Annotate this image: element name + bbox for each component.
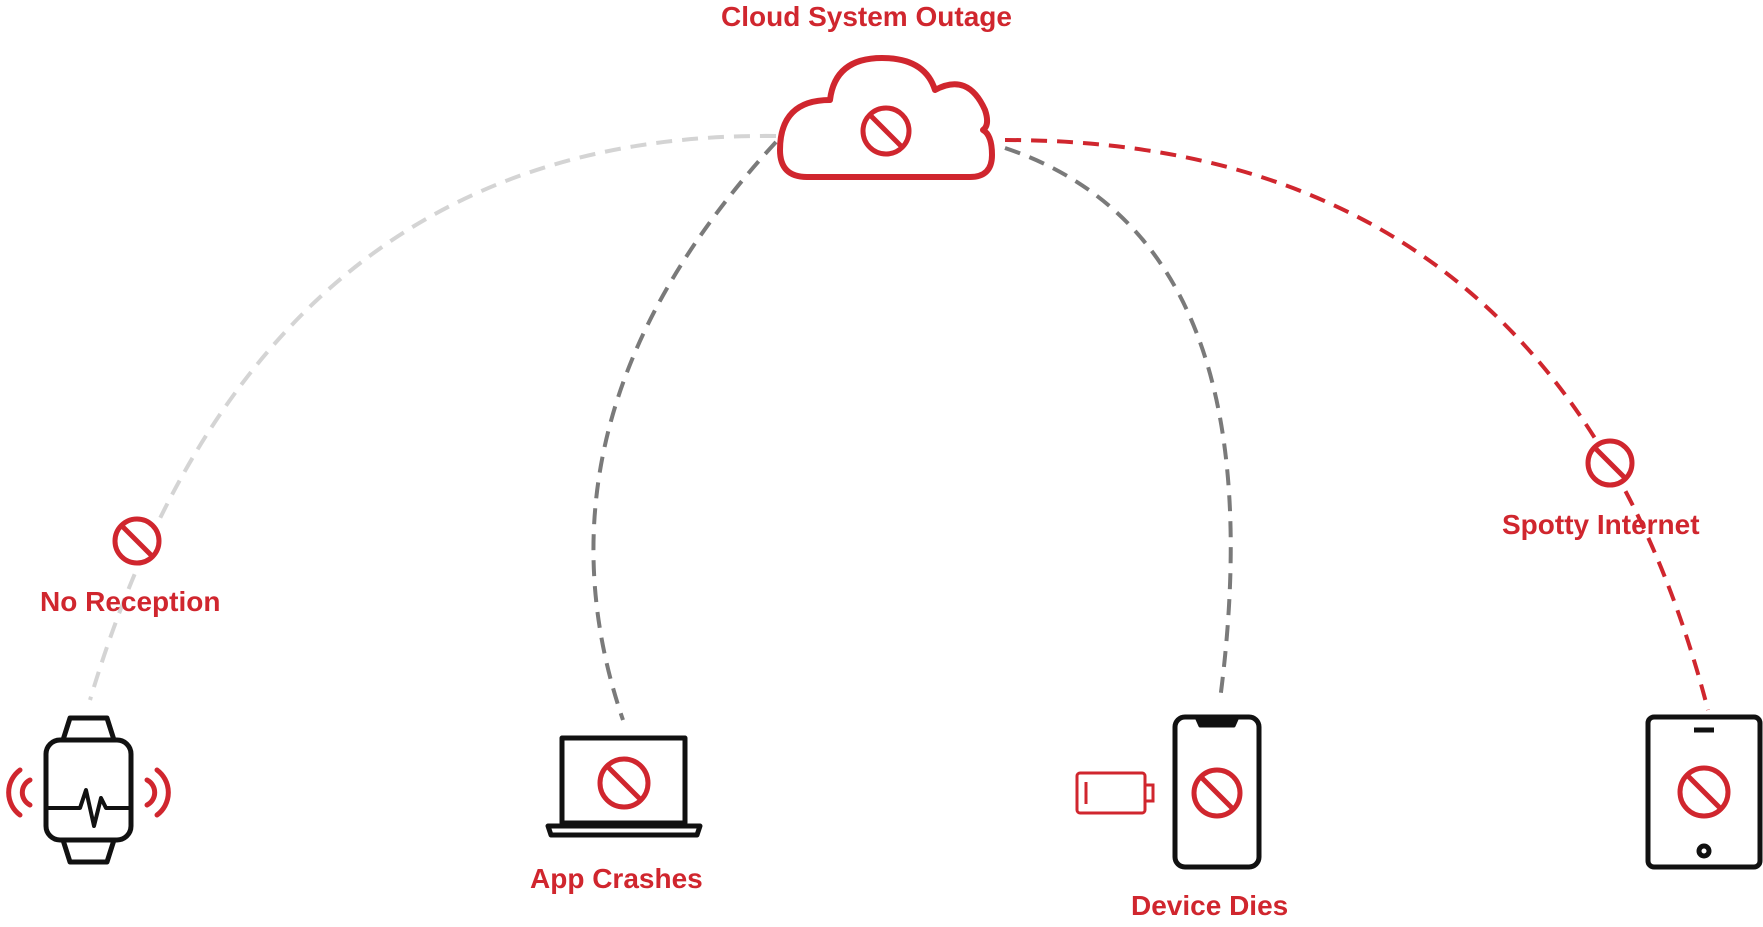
link-cloud-to-watch	[88, 133, 777, 701]
blocked-icon	[1585, 438, 1635, 488]
smartwatch-icon	[43, 715, 134, 865]
blocked-icon	[860, 105, 912, 157]
blocked-icon	[1191, 767, 1243, 819]
link-cloud-to-tablet	[1004, 138, 1710, 711]
blocked-icon	[597, 756, 651, 810]
failure-label-no-reception: No Reception	[40, 586, 221, 617]
signal-waves-icon	[6, 767, 171, 818]
blocked-icon	[1677, 765, 1731, 819]
low-battery-icon	[1075, 771, 1155, 815]
cloud-icon	[777, 55, 995, 180]
cloud-label: Cloud System Outage	[721, 1, 1012, 32]
link-cloud-to-phone	[1004, 146, 1233, 701]
blocked-icon	[112, 516, 162, 566]
failure-label-app-crashes: App Crashes	[530, 863, 703, 894]
failure-label-device-dies: Device Dies	[1131, 890, 1289, 921]
link-cloud-to-laptop	[591, 140, 778, 721]
failure-label-spotty-internet: Spotty Internet	[1502, 509, 1700, 540]
